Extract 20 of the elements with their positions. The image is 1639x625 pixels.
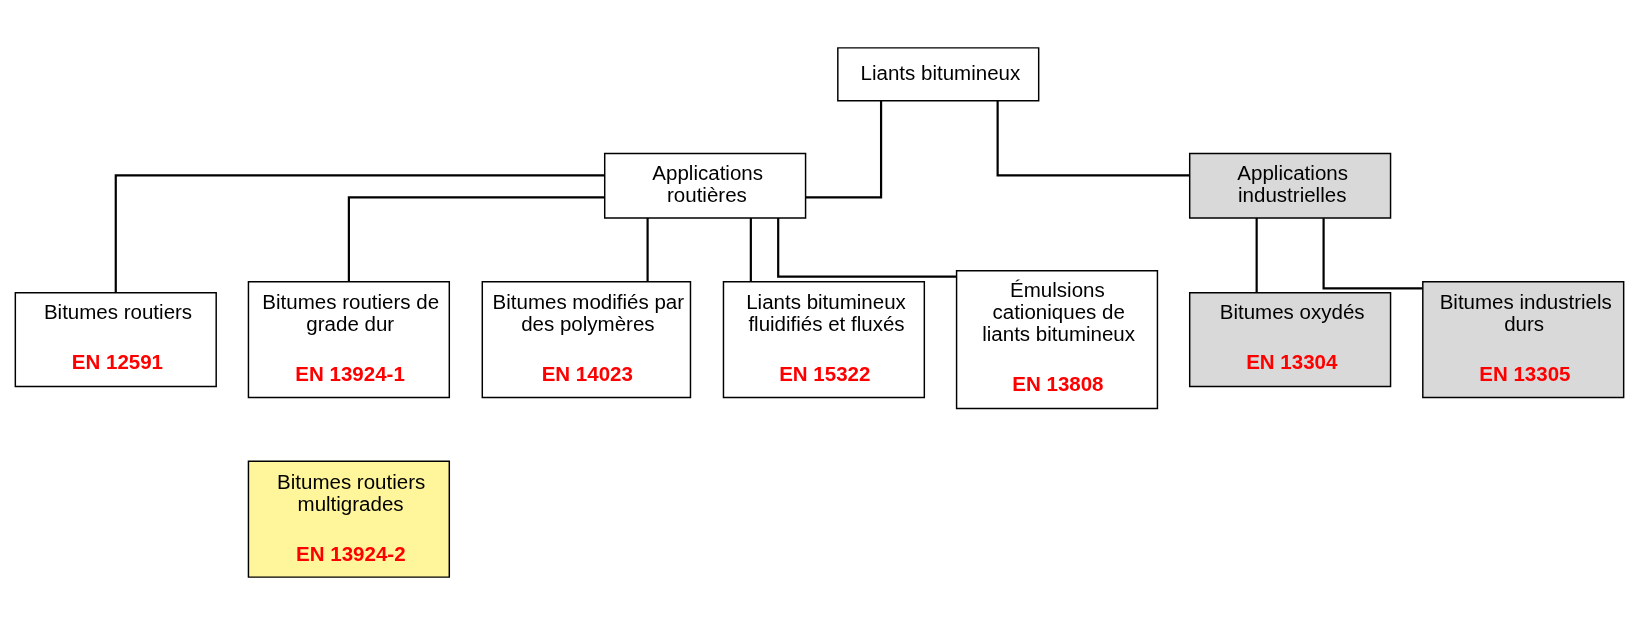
node-box: Liants bitumineux fluidifiés et fluxés EN 15322 [722, 280, 926, 399]
node-box: Bitumes oxydés EN 13304 [1188, 291, 1392, 388]
connector [1322, 218, 1423, 290]
node-box: Bitumes routiers EN 12591 [14, 291, 217, 388]
connector [646, 217, 649, 282]
node-box: Applications routières [603, 152, 807, 219]
node-box: Applications industrielles [1188, 152, 1392, 219]
node-box: Bitumes industriels durs EN 13305 [1422, 280, 1625, 399]
connector [347, 196, 605, 282]
connector [777, 218, 957, 278]
node-box: Bitumes routiers multigrades EN 13924-2 [247, 460, 451, 578]
connector [805, 101, 883, 199]
node-box: Liants bitumineux [837, 47, 1040, 102]
connector [749, 217, 752, 282]
node-box: Bitumes routiers de grade dur EN 13924-1 [247, 280, 451, 399]
node-box: Émulsions cationiques de liants bitumineux EN 13808 [955, 270, 1159, 410]
connector [1255, 217, 1258, 293]
connector [114, 174, 605, 293]
connector [996, 100, 1190, 177]
node-box: Bitumes modifiés par des polymères EN 14023 [481, 280, 692, 399]
